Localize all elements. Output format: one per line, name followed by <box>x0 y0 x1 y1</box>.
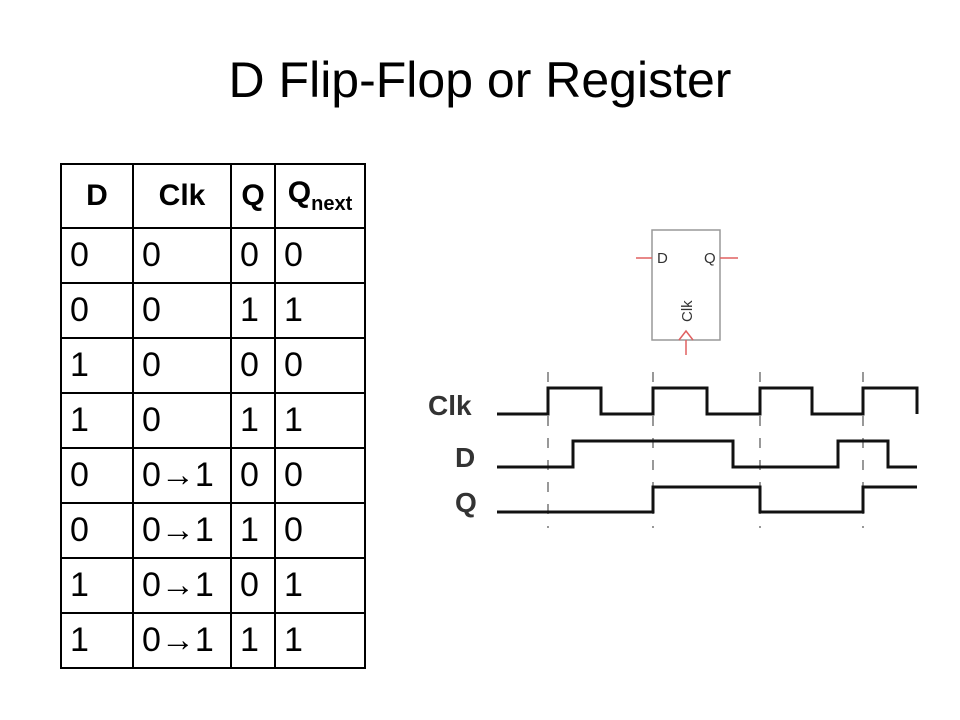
signal-label-q: Q <box>455 487 477 518</box>
cell-q-next: 1 <box>274 392 366 449</box>
cell-clk: 0 <box>132 392 232 449</box>
cell-clk: 0→1 <box>132 612 232 669</box>
cell-q: 0 <box>230 557 276 614</box>
cell-q: 0 <box>230 227 276 284</box>
table-row: 1 0→1 1 1 <box>60 612 366 669</box>
flipflop-timing-diagram: D Q Clk Clk D Q <box>428 229 919 528</box>
cell-q: 1 <box>230 502 276 559</box>
table-header-row: D Clk Q Qnext <box>60 163 366 229</box>
cell-q-next: 0 <box>274 337 366 394</box>
signal-label-d: D <box>455 442 475 473</box>
header-q-next: Qnext <box>274 163 366 229</box>
cell-clk: 0→1 <box>132 447 232 504</box>
cell-q: 1 <box>230 282 276 339</box>
cell-clk: 0→1 <box>132 502 232 559</box>
pin-d-label: D <box>657 250 668 267</box>
cell-q-next: 1 <box>274 557 366 614</box>
cell-d: 0 <box>60 227 134 284</box>
header-q-next-subscript: next <box>311 193 353 215</box>
truth-table: D Clk Q Qnext 0 0 0 0 0 0 1 1 1 0 0 0 1 … <box>60 163 366 669</box>
cell-d: 0 <box>60 447 134 504</box>
cell-clk: 0 <box>132 282 232 339</box>
pin-q-label: Q <box>704 250 716 267</box>
header-clk: Clk <box>132 163 232 229</box>
cell-d: 1 <box>60 392 134 449</box>
q-waveform <box>497 485 917 514</box>
pin-clk-label: Clk <box>679 300 696 322</box>
cell-clk: 0→1 <box>132 557 232 614</box>
page-title: D Flip-Flop or Register <box>228 52 732 108</box>
cell-clk: 0 <box>132 337 232 394</box>
cell-q-next: 1 <box>274 282 366 339</box>
table-row: 0 0→1 1 0 <box>60 502 366 559</box>
flipflop-box <box>651 229 721 341</box>
table-row: 0 0 1 1 <box>60 282 366 339</box>
clk-waveform <box>497 386 919 416</box>
cell-q: 1 <box>230 392 276 449</box>
table-row: 1 0 0 0 <box>60 337 366 394</box>
table-row: 1 0 1 1 <box>60 392 366 449</box>
cell-q-next: 0 <box>274 447 366 504</box>
clock-triangle-icon <box>678 329 694 341</box>
cell-d: 0 <box>60 282 134 339</box>
cell-q-next: 1 <box>274 612 366 669</box>
cell-d: 1 <box>60 557 134 614</box>
table-row: 0 0 0 0 <box>60 227 366 284</box>
cell-clk: 0 <box>132 227 232 284</box>
cell-d: 1 <box>60 612 134 669</box>
header-d: D <box>60 163 134 229</box>
cell-d: 1 <box>60 337 134 394</box>
signal-label-clk: Clk <box>428 390 472 421</box>
cell-q-next: 0 <box>274 502 366 559</box>
header-q: Q <box>230 163 276 229</box>
cell-q: 0 <box>230 447 276 504</box>
cell-q-next: 0 <box>274 227 366 284</box>
table-row: 0 0→1 0 0 <box>60 447 366 504</box>
table-row: 1 0→1 0 1 <box>60 557 366 614</box>
flipflop-symbol: D Q Clk <box>636 229 738 355</box>
cell-d: 0 <box>60 502 134 559</box>
d-waveform <box>497 439 917 469</box>
cell-q: 0 <box>230 337 276 394</box>
cell-q: 1 <box>230 612 276 669</box>
